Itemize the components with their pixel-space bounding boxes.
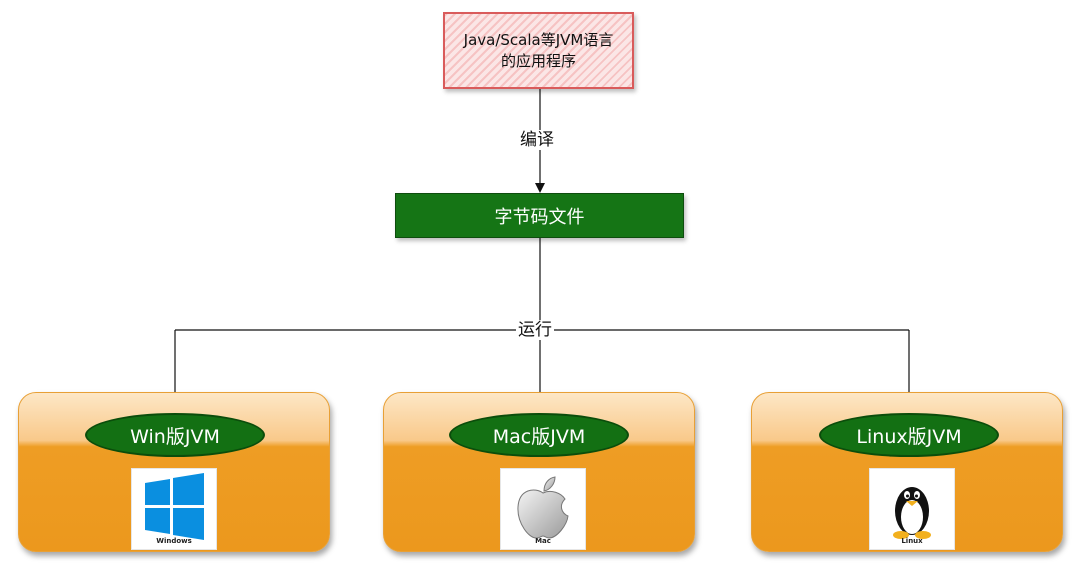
apple-logo-caption: Mac: [535, 537, 551, 545]
tux-logo-caption: Linux: [901, 537, 923, 545]
apple-logo-icon: Mac: [500, 468, 586, 550]
jvm-node-mac: Mac版JVM: [449, 413, 629, 457]
jvm-node-windows: Win版JVM: [85, 413, 265, 457]
bytecode-node: 字节码文件: [395, 193, 684, 238]
source-node: Java/Scala等JVM语言 的应用程序: [443, 12, 634, 89]
tux-penguin-icon: Linux: [869, 468, 955, 550]
source-label: Java/Scala等JVM语言 的应用程序: [463, 30, 614, 70]
bytecode-label: 字节码文件: [494, 206, 585, 228]
run-edge-label: 运行: [516, 320, 554, 340]
windows-logo-icon: Windows: [131, 468, 217, 550]
windows-logo-caption: Windows: [156, 537, 192, 545]
jvm-label-mac: Mac版JVM: [492, 425, 586, 448]
compile-edge-label: 编译: [518, 130, 556, 150]
jvm-label-linux: Linux版JVM: [856, 425, 962, 448]
jvm-label-windows: Win版JVM: [130, 425, 220, 448]
jvm-node-linux: Linux版JVM: [819, 413, 999, 457]
